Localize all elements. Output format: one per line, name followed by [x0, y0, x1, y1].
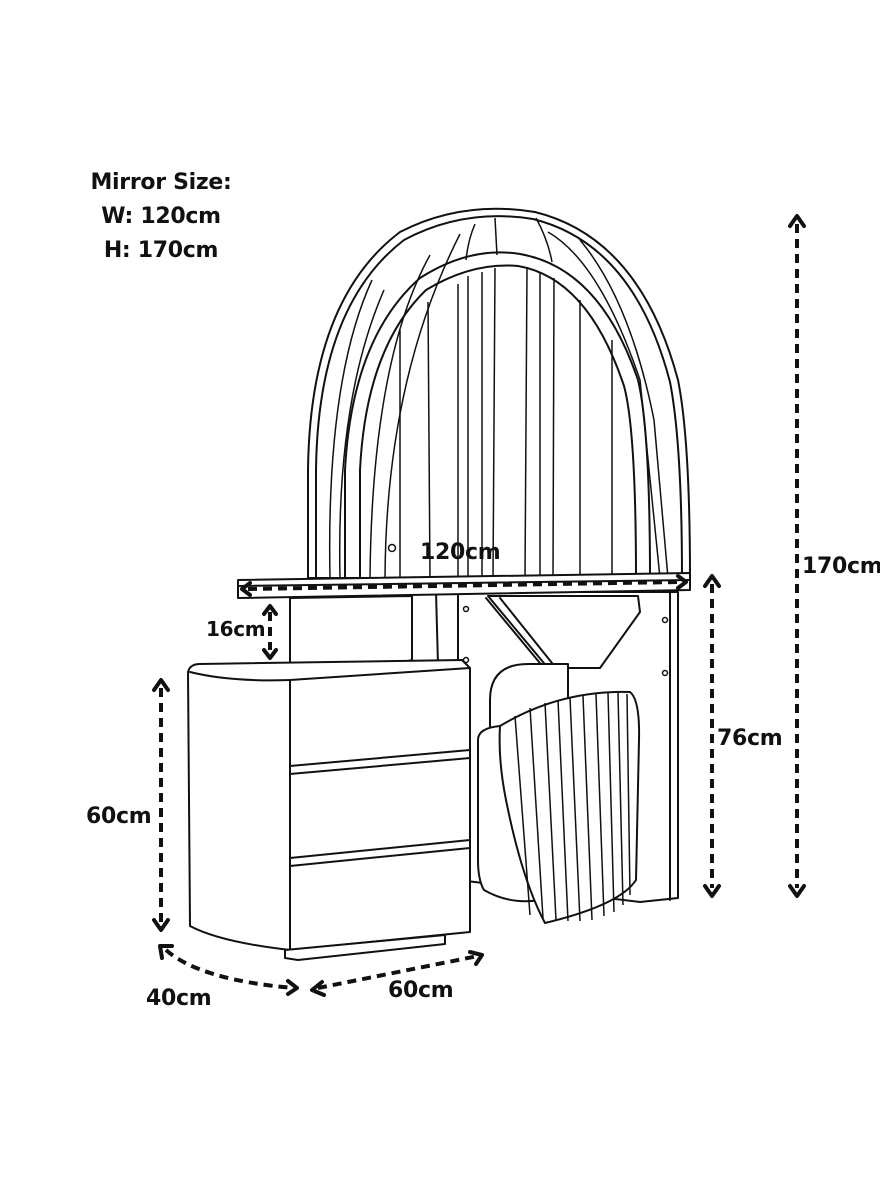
three-drawer-cabinet [187, 659, 471, 961]
mirror-size-heading: Mirror Size: [90, 170, 232, 195]
dimension-arrow-drawer-depth [158, 944, 299, 996]
label-total-height: 170cm [802, 554, 880, 579]
fluted-stool [477, 663, 641, 924]
dimension-arrow-drawer-width [310, 950, 484, 997]
dimension-arrow-drawer-height [152, 678, 170, 932]
dimension-arrow-table-width [240, 574, 688, 597]
label-drawer-height: 60cm [86, 804, 152, 829]
dimension-arrow-total-height [788, 214, 806, 898]
mirror-width: W: 120cm [101, 204, 221, 229]
label-table-width: 120cm [420, 540, 501, 565]
label-drawer-depth: 40cm [146, 986, 212, 1011]
label-shelf-gap: 16cm [206, 617, 266, 641]
arched-mirror [307, 207, 691, 579]
dimension-arrow-table-height [703, 574, 721, 898]
dimension-arrow-shelf-gap [262, 604, 278, 660]
mirror-height: H: 170cm [103, 238, 219, 263]
open-shelf-cylinder [289, 595, 413, 671]
under-table-support [485, 595, 641, 669]
label-table-height: 76cm [717, 726, 783, 751]
mirror-size-info: Mirror Size: W: 120cm H: 170cm [90, 166, 232, 268]
label-drawer-width: 60cm [388, 978, 454, 1003]
